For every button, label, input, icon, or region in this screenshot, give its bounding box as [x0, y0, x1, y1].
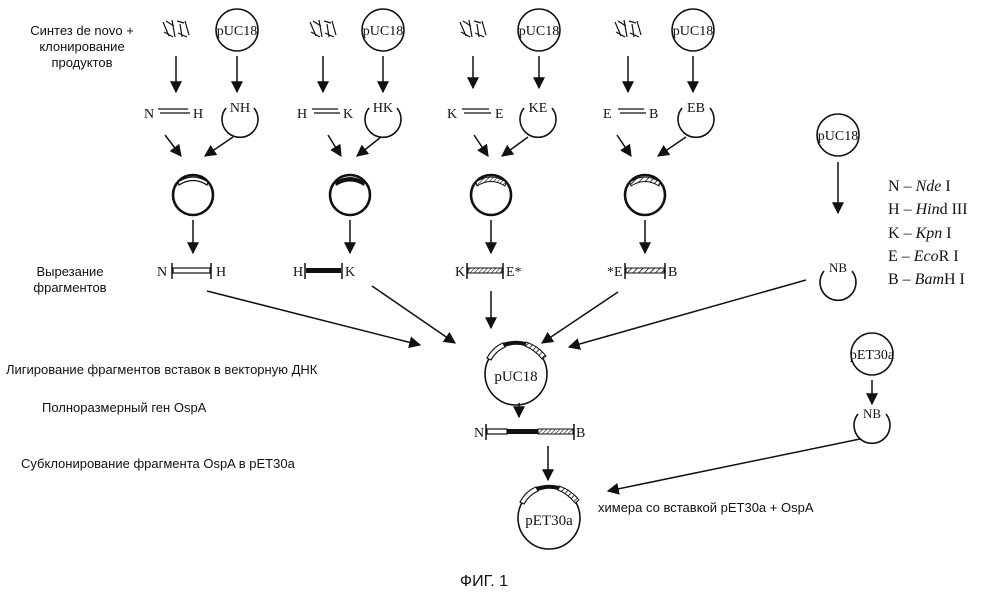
- excised-fragment-icon: [172, 263, 211, 279]
- assembled-puc18: pUC18: [485, 341, 547, 417]
- synthesis-line-1: Синтез de novo +: [30, 23, 134, 38]
- puc18-label: pUC18: [673, 24, 713, 39]
- legend-item-eco: E – EcoR I: [888, 248, 959, 265]
- vector-sites-label: NH: [230, 101, 250, 116]
- subcloning-label: Субклонирование фрагмента OspA в pET30a: [21, 456, 296, 471]
- vector-sites-label: EB: [687, 101, 705, 116]
- arrow: [542, 292, 618, 343]
- excised-fragment-icon: [305, 263, 342, 279]
- right-pet30a-vector: pET30a NB: [608, 333, 895, 491]
- ds-fragment-icon: [158, 109, 190, 113]
- arrow: [608, 439, 860, 491]
- column-4: pUC18 E B EB *E B: [603, 9, 714, 280]
- excision-line-1: Вырезание: [36, 264, 103, 279]
- fragment-right-site: K: [343, 107, 353, 122]
- oligo-fragments-icon: [460, 20, 486, 37]
- arrow: [474, 135, 488, 156]
- cut-left-site: K: [455, 265, 465, 280]
- oligo-fragments-icon: [310, 20, 336, 37]
- cut-right-site: E*: [506, 265, 522, 280]
- arrow: [502, 137, 528, 156]
- full-fragment-right-site: B: [576, 426, 585, 441]
- recombinant-plasmid-icon: [330, 175, 370, 215]
- figure-caption: ФИГ. 1: [460, 573, 508, 590]
- puc18-label: pUC18: [494, 369, 537, 385]
- fragment-left-site: H: [297, 107, 307, 122]
- puc18-label: pUC18: [363, 24, 403, 39]
- ds-fragment-icon: [312, 109, 340, 113]
- right-puc18-vector: pUC18 NB: [817, 114, 859, 300]
- legend-item-kpn: K – Kpn I: [888, 225, 952, 242]
- arrow: [617, 135, 631, 156]
- arrow: [207, 291, 420, 345]
- arrow: [328, 135, 341, 156]
- legend-item-bam: B – BamH I: [888, 271, 965, 288]
- excision-label: Вырезание фрагментов: [33, 264, 106, 295]
- oligo-fragments-icon: [163, 20, 189, 37]
- arrow: [658, 137, 686, 156]
- full-gene-label: Полноразмерный ген OspA: [42, 400, 207, 415]
- fragment-left-site: K: [447, 107, 457, 122]
- recombinant-plasmid-icon: [173, 175, 213, 215]
- puc18-label: pUC18: [519, 24, 559, 39]
- cut-right-site: B: [668, 265, 677, 280]
- cut-right-site: H: [216, 265, 226, 280]
- fragment-left-site: N: [144, 107, 154, 122]
- excised-fragment-icon: [467, 263, 503, 279]
- oligo-fragments-icon: [615, 20, 641, 37]
- arrow: [372, 286, 455, 343]
- cut-left-site: *E: [607, 265, 623, 280]
- vector-sites-label: NB: [863, 406, 881, 421]
- fragment-right-site: B: [649, 107, 658, 122]
- ds-fragment-icon: [618, 109, 646, 113]
- excised-fragment-icon: [625, 263, 665, 279]
- legend-item-hind: H – Hind III: [888, 201, 968, 218]
- arrow: [569, 280, 806, 347]
- column-2: pUC18 H K HK H K: [293, 9, 404, 280]
- recombinant-plasmid-icon: [471, 175, 511, 215]
- column-1: pUC18 N H NH N H: [144, 9, 258, 280]
- cut-left-site: H: [293, 265, 303, 280]
- puc18-label: pUC18: [217, 24, 257, 39]
- synthesis-label: Синтез de novo + клонирование продуктов: [30, 23, 134, 70]
- open-vector-icon: [820, 271, 856, 300]
- excision-line-2: фрагментов: [33, 280, 106, 295]
- puc18-label: pUC18: [818, 129, 858, 144]
- fragment-right-site: E: [495, 107, 504, 122]
- cut-right-site: K: [345, 265, 355, 280]
- enzyme-legend: N – Nde I H – Hind III K – Kpn I E – Eco…: [888, 178, 968, 288]
- synthesis-line-2: клонирование: [39, 39, 124, 54]
- arrow: [205, 137, 233, 156]
- arrow: [165, 135, 181, 156]
- full-fragment-left-site: N: [474, 426, 484, 441]
- legend-item-nde: N – Nde I: [888, 178, 951, 195]
- pet30a-label: pET30a: [850, 348, 895, 363]
- ligation-label: Лигирование фрагментов вставок в векторн…: [6, 362, 318, 377]
- arrow: [357, 137, 381, 156]
- chimera-pet30a: pET30a: [518, 485, 580, 549]
- recombinant-plasmid-icon: [625, 175, 665, 215]
- fragment-right-site: H: [193, 107, 203, 122]
- vector-sites-label: KE: [529, 101, 548, 116]
- vector-sites-label: HK: [373, 101, 393, 116]
- ds-fragment-icon: [462, 109, 491, 113]
- pet30a-label: pET30a: [525, 513, 573, 529]
- synthesis-line-3: продуктов: [51, 55, 112, 70]
- full-length-fragment: N B: [474, 424, 585, 480]
- cut-left-site: N: [157, 265, 167, 280]
- fragment-left-site: E: [603, 107, 612, 122]
- vector-sites-label: NB: [829, 260, 847, 275]
- column-3: pUC18 K E KE K E*: [447, 9, 560, 280]
- chimera-label: химера со вставкой pET30a + OspA: [598, 500, 814, 515]
- ligation-arrows: [207, 280, 806, 347]
